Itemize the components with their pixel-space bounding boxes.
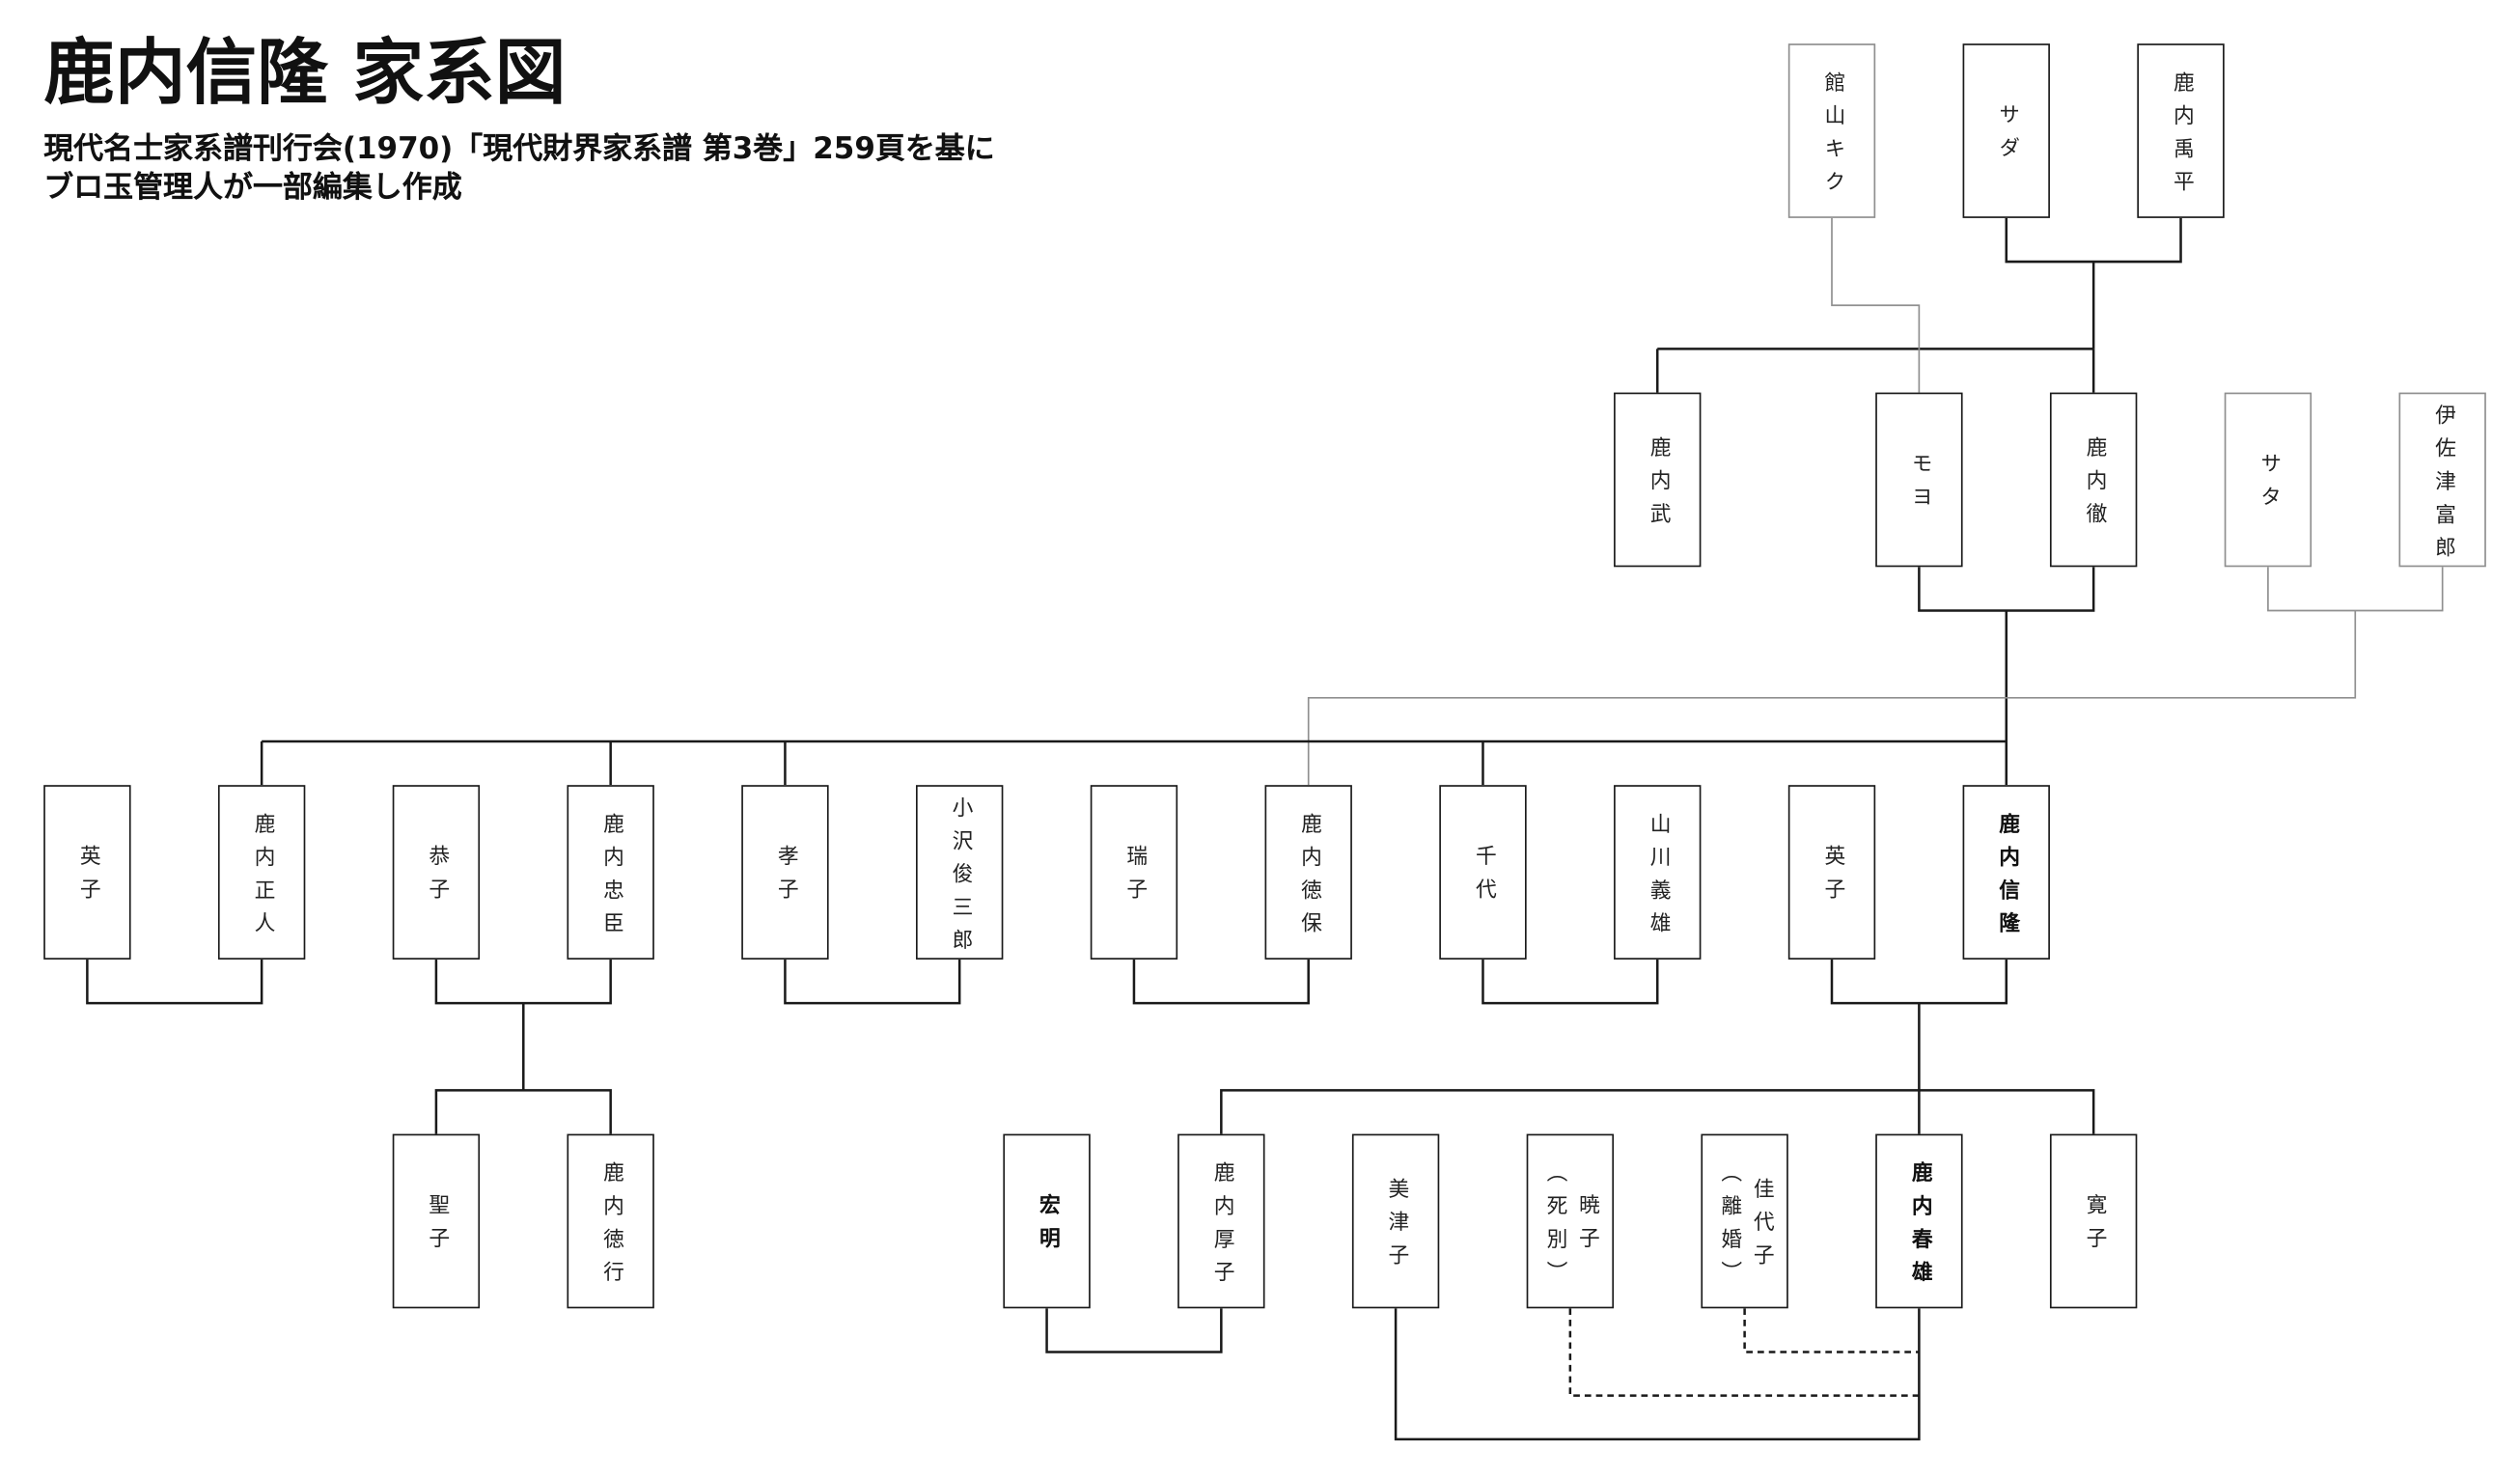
person-box-seiko: 聖子 [392, 1133, 481, 1309]
source-citation: 現代名士家系譜刊行会(1970)「現代財界家系譜 第3巻」259頁を基に [43, 132, 995, 167]
person-name: 宏明 [1035, 1193, 1060, 1261]
masato-marriage-line [86, 959, 263, 1005]
person-box-ozawa-shunzaburo: 小沢俊三郎 [915, 785, 1004, 962]
haruo-kayoko-former-marriage-line [1743, 1308, 1920, 1353]
nobutaka-marriage-line [1830, 959, 2008, 1005]
person-name: 鹿内徳行 [598, 1160, 623, 1294]
person-name: 暁子 [1574, 1193, 1599, 1261]
person-name: 鹿内厚子 [1208, 1160, 1233, 1294]
person-box-takako: 孝子 [741, 785, 829, 960]
person-box-sata: サタ [2224, 392, 2312, 568]
person-name: 英子 [74, 845, 99, 912]
person-box-shikanai-tadaomi: 鹿内忠臣 [567, 785, 654, 960]
person-box-isatsu-tomio: 伊佐津富郎 [2398, 392, 2486, 569]
person-box-mitsuko: 美津子 [1351, 1133, 1440, 1309]
person-name: 寛子 [2081, 1193, 2106, 1261]
person-box-mizuko: 瑞子 [1090, 785, 1178, 960]
person-name: 鹿内徹 [2081, 435, 2106, 536]
chiyo-marriage-line [1482, 959, 1659, 1005]
person-name: 鹿内武 [1645, 435, 1670, 536]
person-name: 鹿内徳保 [1296, 812, 1321, 945]
person-box-moyo: モヨ [1875, 392, 1963, 568]
gen3-sibling-bar [260, 739, 2007, 786]
person-name: 伊佐津富郎 [2430, 403, 2455, 569]
person-name: 鹿内忠臣 [598, 812, 623, 945]
person-box-akiko: （死別） 暁子 [1526, 1133, 1615, 1309]
tateyama-moyo-parent-line [1831, 217, 1921, 393]
person-name: モヨ [1906, 452, 1931, 519]
person-box-shikanai-masato: 鹿内正人 [217, 785, 306, 960]
moyo-toru-marriage-line [1918, 567, 2095, 612]
person-box-shikanai-takeshi: 鹿内武 [1614, 392, 1702, 568]
person-box-hiroko: 寛子 [2049, 1133, 2138, 1309]
person-name: 佳代子 [1748, 1177, 1773, 1277]
person-box-shikanai-tokuyasu: 鹿内徳保 [1264, 785, 1352, 960]
sada-uhei-marriage-line [2005, 217, 2182, 264]
person-name: 孝子 [772, 845, 797, 912]
person-name: 千代 [1470, 845, 1496, 912]
person-box-kayoko: （離婚） 佳代子 [1701, 1133, 1788, 1309]
atsuko-marriage-line [1045, 1308, 1223, 1353]
person-box-kyoko: 恭子 [392, 785, 481, 960]
person-name: 鹿内禹平 [2168, 70, 2194, 204]
person-name: 小沢俊三郎 [947, 795, 972, 962]
person-box-eiko-2: 英子 [1787, 785, 1876, 960]
person-name: サダ [1994, 103, 2019, 171]
tokuyasu-marriage-line [1132, 959, 1310, 1005]
person-box-shikanai-nobutaka: 鹿内信隆 [1962, 785, 2050, 960]
person-box-shikanai-uhei: 鹿内禹平 [2137, 43, 2225, 218]
page-title: 鹿内信隆 家系図 [43, 32, 567, 115]
person-name: 美津子 [1383, 1177, 1408, 1277]
person-name: 山川義雄 [1645, 812, 1670, 945]
person-name: サタ [2256, 452, 2281, 519]
haruo-mitsuko-marriage-line [1394, 1308, 1921, 1441]
person-box-tateyama-kiku: 館山キク [1787, 43, 1876, 218]
person-box-shikanai-noriyuki: 鹿内徳行 [567, 1133, 654, 1309]
person-box-eiko-1: 英子 [43, 785, 131, 960]
person-note: （死別） [1541, 1160, 1566, 1294]
person-name: 鹿内正人 [249, 812, 274, 945]
tadaomi-children-line [434, 1003, 612, 1134]
person-box-chiyo: 千代 [1439, 785, 1527, 960]
gen2-sibling-bar [1655, 348, 2095, 393]
takako-marriage-line [784, 959, 961, 1005]
sata-isatsu-marriage-line [2267, 567, 2444, 612]
person-name: 館山キク [1819, 70, 1844, 204]
nobutaka-children-line [1220, 1003, 2095, 1134]
person-name: 鹿内信隆 [1994, 812, 2019, 945]
person-name: 鹿内春雄 [1906, 1160, 1931, 1294]
person-box-hiroaki: 宏明 [1003, 1133, 1091, 1309]
person-box-yamakawa-yoshio: 山川義雄 [1614, 785, 1702, 960]
person-box-sada: サダ [1962, 43, 2050, 218]
tadaomi-marriage-line [434, 959, 612, 1005]
haruo-akiko-former-marriage-line [1568, 1308, 1920, 1397]
person-note: （離婚） [1716, 1160, 1741, 1294]
author-note: ブロ玉管理人が一部編集し作成 [43, 171, 462, 206]
person-name: 英子 [1819, 845, 1844, 912]
person-name: 恭子 [424, 845, 449, 912]
tokuyasu-secondary-parent-line [1307, 610, 2357, 786]
person-box-shikanai-atsuko: 鹿内厚子 [1177, 1133, 1265, 1309]
person-box-shikanai-toru: 鹿内徹 [2049, 392, 2138, 568]
person-name: 瑞子 [1122, 845, 1147, 912]
person-name: 聖子 [424, 1193, 449, 1261]
person-box-shikanai-haruo: 鹿内春雄 [1875, 1133, 1963, 1309]
